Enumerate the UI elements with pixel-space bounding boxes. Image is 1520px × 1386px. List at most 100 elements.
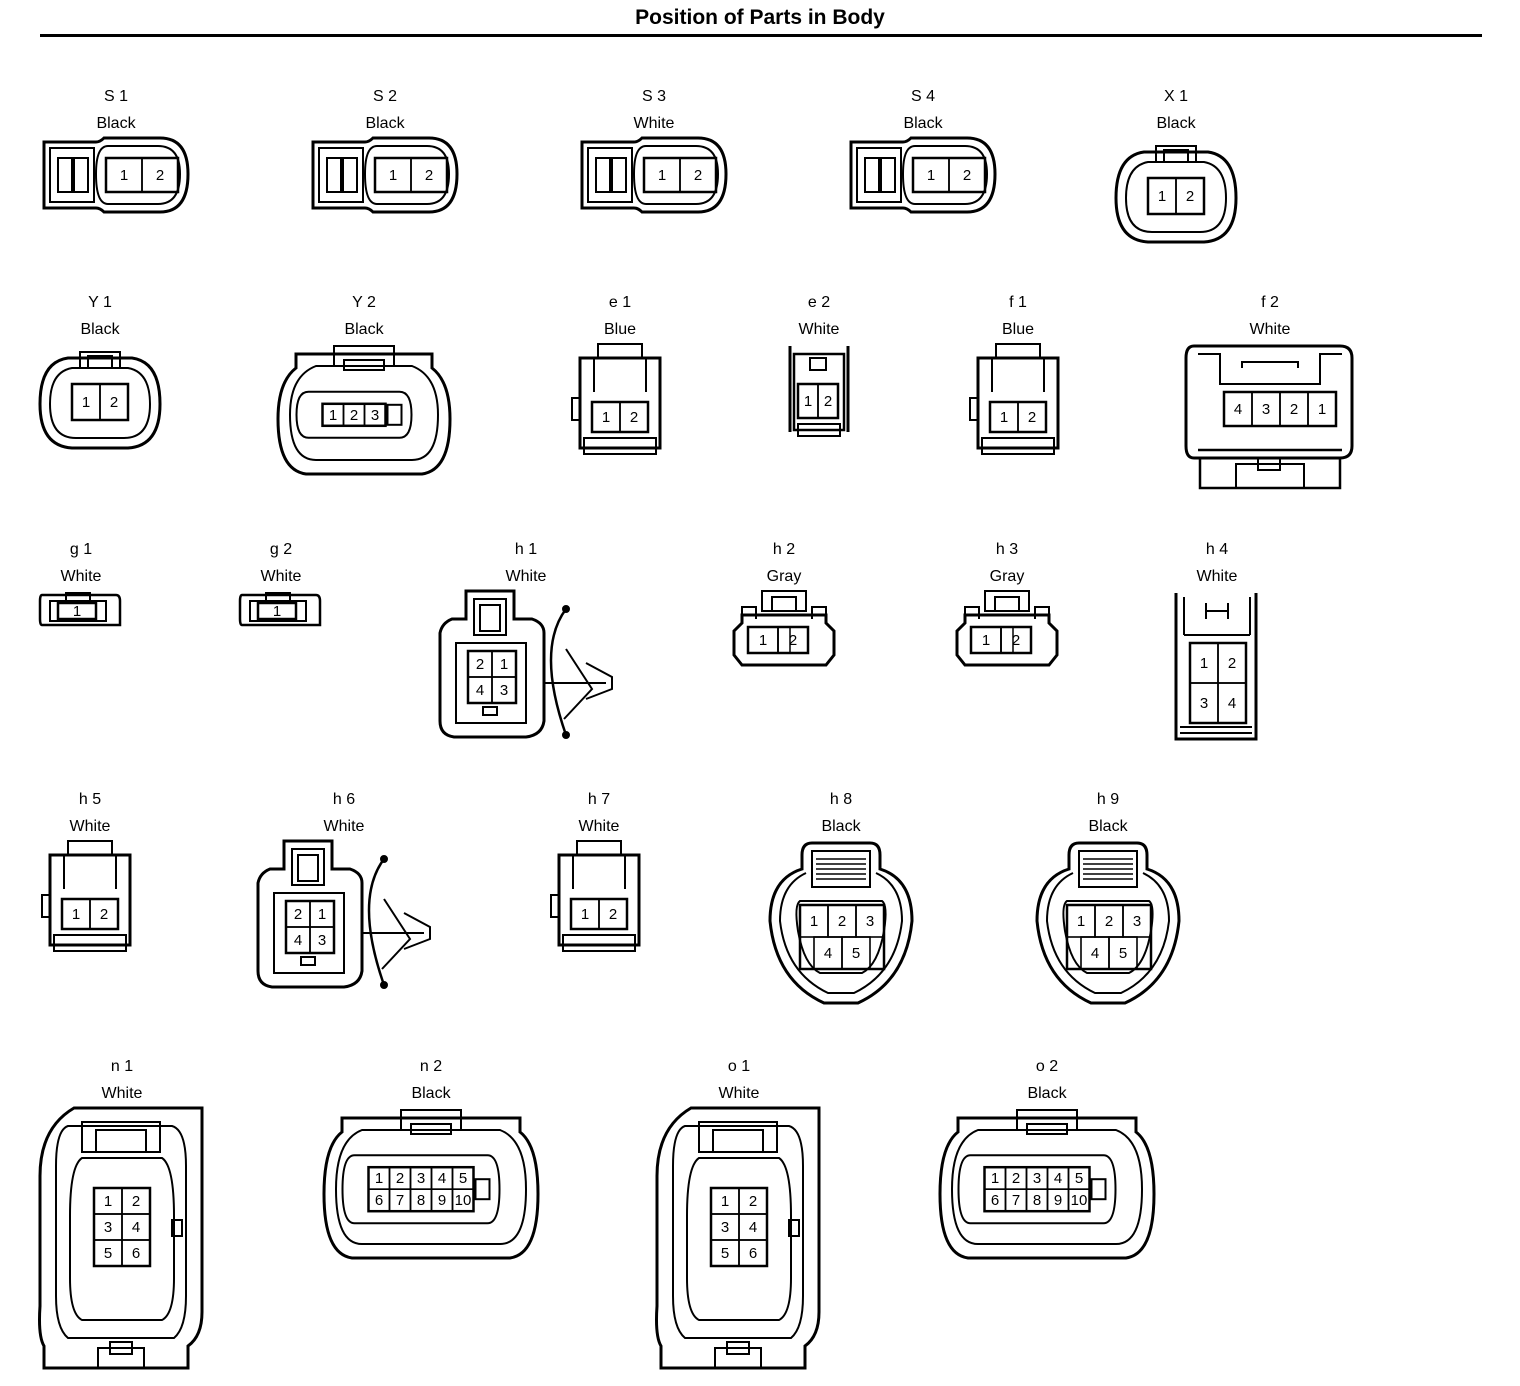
pin-cell xyxy=(1307,391,1337,427)
pin-label: 1 xyxy=(72,906,80,923)
pin-label: 3 xyxy=(417,1170,425,1187)
clip-end xyxy=(380,855,388,863)
pin-label: 5 xyxy=(721,1245,729,1262)
connector-outline xyxy=(171,1219,183,1237)
connector-outline xyxy=(984,590,1030,612)
connector-outline xyxy=(333,345,395,367)
pin-cell xyxy=(738,1239,768,1267)
connector-code: S 3 xyxy=(641,88,666,105)
pin-label: 7 xyxy=(1012,1192,1020,1209)
pin-cell xyxy=(948,157,986,193)
pin-label: 1 xyxy=(581,906,589,923)
connector-outline xyxy=(771,596,797,612)
connector-outline xyxy=(1000,627,1014,654)
connector-outline xyxy=(367,858,386,986)
connector-outline xyxy=(957,1154,1117,1225)
connector-outline xyxy=(410,1123,452,1135)
connector-color: White xyxy=(798,321,840,338)
connector-color: Black xyxy=(821,818,861,835)
pin-label: 3 xyxy=(721,1219,729,1236)
connector-code: f 1 xyxy=(1009,294,1027,311)
connector-code: h 6 xyxy=(332,791,356,808)
connector-outline xyxy=(995,343,1041,359)
pin-label: 4 xyxy=(1054,1170,1062,1187)
connector-outline xyxy=(69,1157,175,1321)
connector-outline xyxy=(288,365,440,461)
pin-label: 2 xyxy=(1290,401,1298,418)
connector-outline xyxy=(576,840,622,856)
connector-drawing: 1 xyxy=(238,592,322,627)
connector-outline xyxy=(455,642,527,724)
connector-outline xyxy=(1241,361,1299,368)
pin-label: 9 xyxy=(438,1192,446,1209)
connector-outline xyxy=(792,352,846,432)
pin-label: 8 xyxy=(417,1192,425,1209)
connector-outline xyxy=(1026,1123,1068,1135)
pin-label: 1 xyxy=(804,393,812,410)
connector-outline xyxy=(856,147,902,203)
connector-outline xyxy=(1180,726,1252,734)
connector-color: Black xyxy=(96,115,136,132)
connector-color: Black xyxy=(1027,1085,1067,1102)
connector-outline xyxy=(549,608,568,736)
connector-outline xyxy=(334,1129,528,1245)
connector-outline xyxy=(273,892,345,974)
clip-end xyxy=(562,605,570,613)
pin-label: 2 xyxy=(476,656,484,673)
connector-color: Black xyxy=(344,321,384,338)
connector-outline xyxy=(809,357,827,371)
connector-outline xyxy=(880,157,896,193)
pin-label: 4 xyxy=(1091,945,1099,962)
connector-outline xyxy=(300,956,316,966)
pin-cell xyxy=(1017,401,1047,433)
connector-outline xyxy=(849,136,997,214)
connector-outline xyxy=(79,351,121,369)
connector-outline xyxy=(67,840,113,856)
pin-label: 1 xyxy=(1200,655,1208,672)
pin-cell xyxy=(679,157,717,193)
connector-color: Blue xyxy=(1001,321,1035,338)
connector-color: White xyxy=(69,818,111,835)
connector-outline xyxy=(655,1106,821,1370)
pin-label: 2 xyxy=(1228,655,1236,672)
connector-code: h 4 xyxy=(1205,541,1229,558)
connector-outline xyxy=(712,1129,764,1153)
connector-outline xyxy=(1078,850,1138,888)
connector-outline xyxy=(311,136,459,214)
pin-label: 1 xyxy=(375,1170,383,1187)
pin-label: 2 xyxy=(963,167,971,184)
connector-outline xyxy=(482,706,498,716)
pin-cell xyxy=(817,383,839,419)
connector-outline xyxy=(95,1129,147,1153)
pin-label: 2 xyxy=(630,409,638,426)
pin-label: 1 xyxy=(120,167,128,184)
connector-color: White xyxy=(101,1085,143,1102)
connector-outline xyxy=(732,613,836,667)
pin-label: 2 xyxy=(838,913,846,930)
connector-outline xyxy=(901,145,989,205)
connector-outline xyxy=(1016,1109,1078,1131)
pin-label: 4 xyxy=(294,932,302,949)
pin-cell xyxy=(363,402,387,427)
connector-outline xyxy=(474,1178,491,1201)
pin-cell xyxy=(309,926,335,954)
connector-outline xyxy=(326,157,342,193)
connector-outline xyxy=(55,1125,187,1339)
connector-outline xyxy=(322,1116,540,1260)
pin-label: 3 xyxy=(1200,695,1208,712)
pin-label: 2 xyxy=(749,1193,757,1210)
pin-label: 1 xyxy=(759,632,767,649)
pin-label: 3 xyxy=(104,1219,112,1236)
connector-color: Black xyxy=(903,115,943,132)
